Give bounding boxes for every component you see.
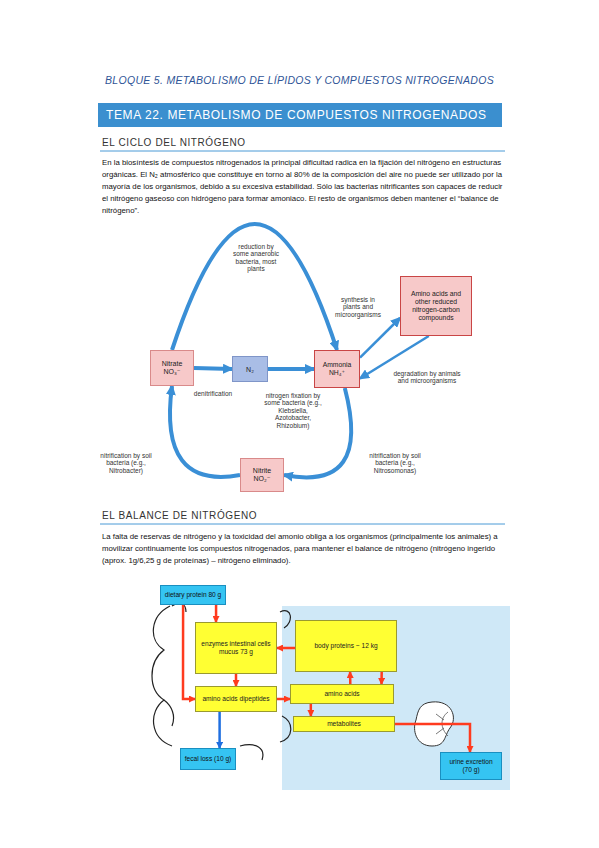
edge-label: nitrogen fixation by some bacteria (e.g.… bbox=[262, 392, 324, 429]
node-text: body proteins ~ 12 kg bbox=[314, 642, 377, 650]
flow-arrow bbox=[170, 386, 240, 477]
flow-arrow bbox=[310, 704, 313, 716]
node-subtext: NH₄⁺ bbox=[329, 369, 345, 377]
flow-arrow bbox=[360, 318, 400, 358]
edge-label: synthesis in plants and microorganisms bbox=[332, 296, 384, 318]
node-box: body proteins ~ 12 kg bbox=[295, 620, 397, 672]
node-box: amino acids bbox=[290, 684, 394, 704]
node-text: metabolites bbox=[327, 720, 361, 728]
node-text: Nitrate bbox=[162, 360, 183, 368]
node-box: dietary protein 80 g bbox=[160, 585, 226, 605]
edge-label: denitrification bbox=[188, 390, 238, 397]
flow-arrow bbox=[349, 672, 352, 684]
body-paragraph: En la biosíntesis de compuestos nitrogen… bbox=[102, 157, 506, 217]
node-subtext: NO₂⁻ bbox=[254, 475, 271, 483]
node-text: Ammonia bbox=[323, 361, 352, 369]
edge-label: reduction by some anaerobic bacteria, mo… bbox=[232, 243, 280, 273]
node-text: fecal loss (10 g) bbox=[185, 755, 232, 763]
node-box: NitrateNO₃⁻ bbox=[150, 350, 194, 386]
edge-label: nitrification by soil bacteria (e.g., Ni… bbox=[96, 452, 156, 474]
edge-label: degradation by animals and microorganism… bbox=[392, 370, 462, 385]
section-heading: EL CICLO DEL NITRÓGENO bbox=[102, 137, 502, 148]
node-box: N₂ bbox=[232, 356, 268, 382]
node-box: fecal loss (10 g) bbox=[180, 748, 236, 770]
flow-arrow bbox=[172, 224, 337, 350]
node-box: Amino acids and other reduced nitrogen-c… bbox=[400, 276, 472, 336]
flow-arrow bbox=[194, 368, 232, 369]
node-text: amino acids bbox=[324, 690, 359, 698]
node-text: Nitrite bbox=[253, 467, 271, 475]
node-box: metabolites bbox=[293, 716, 395, 732]
node-subtext: NO₃⁻ bbox=[163, 368, 180, 376]
edge-label: nitrification by soil bacteria (e.g., Ni… bbox=[365, 452, 425, 474]
flow-arrow bbox=[380, 672, 383, 684]
heading-rule bbox=[100, 524, 505, 525]
node-box: urine excretion (70 g) bbox=[440, 752, 502, 780]
topic-banner: TEMA 22. METABOLISMO DE COMPUESTOS NITRO… bbox=[98, 103, 502, 127]
node-text: dietary protein 80 g bbox=[165, 591, 221, 599]
node-text: N₂ bbox=[246, 366, 254, 373]
heading-rule bbox=[100, 151, 505, 152]
flow-arrow bbox=[235, 674, 238, 686]
flow-arrow bbox=[183, 605, 195, 699]
flow-arrow bbox=[395, 724, 470, 752]
node-text: amino acids dipeptides bbox=[202, 695, 269, 703]
flow-arrow bbox=[277, 698, 290, 701]
flow-arrow bbox=[218, 712, 221, 748]
flow-arrow bbox=[215, 605, 218, 622]
node-box: AmmoniaNH₄⁺ bbox=[314, 350, 360, 388]
node-text: urine excretion (70 g) bbox=[444, 758, 498, 773]
body-paragraph: La falta de reservas de nitrógeno y la t… bbox=[102, 531, 506, 567]
node-text: enzymes intestinal cells mucus 73 g bbox=[199, 640, 273, 655]
node-text: Amino acids and other reduced nitrogen-c… bbox=[404, 290, 468, 323]
node-box: enzymes intestinal cells mucus 73 g bbox=[195, 622, 277, 674]
intestine-outline bbox=[152, 603, 291, 760]
page-title: BLOQUE 5. METABOLISMO DE LÍPIDOS Y COMPU… bbox=[0, 74, 599, 86]
flow-arrow bbox=[268, 367, 314, 371]
section-heading: EL BALANCE DE NITRÓGENO bbox=[102, 510, 502, 521]
body-region bbox=[282, 606, 510, 790]
flow-arrow bbox=[277, 647, 295, 650]
node-box: NitriteNO₂⁻ bbox=[240, 458, 284, 492]
node-box: amino acids dipeptides bbox=[195, 686, 277, 712]
